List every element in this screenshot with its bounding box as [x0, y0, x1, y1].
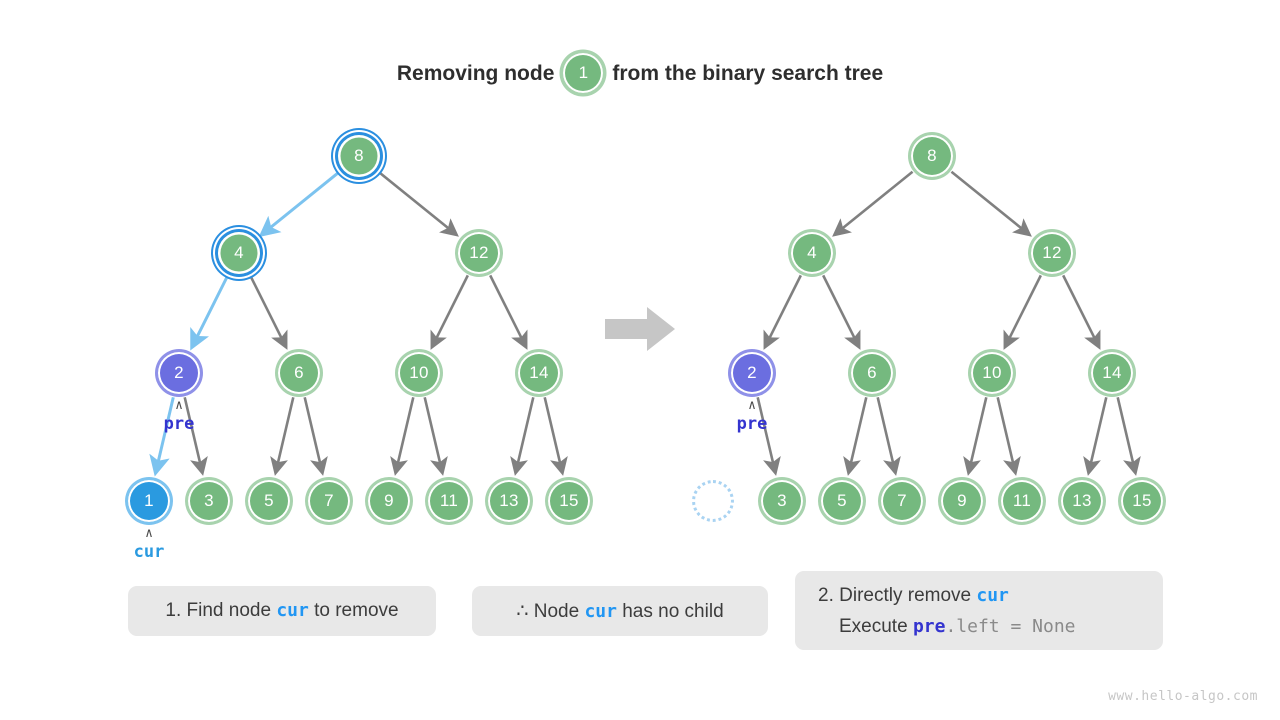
tree-edge: [832, 170, 914, 237]
tree-edge: [430, 274, 469, 350]
tree-edge: [258, 170, 341, 238]
tree-edge: [377, 170, 459, 237]
caption3-line2-lead: Execute: [839, 616, 913, 637]
tree-edge: [190, 274, 230, 351]
tree-edge: [1062, 274, 1101, 350]
tree-node-10[interactable]: 10: [971, 352, 1013, 394]
tree-node-3[interactable]: 3: [188, 480, 230, 522]
tree-edge: [996, 397, 1021, 476]
tree-node-9[interactable]: 9: [941, 480, 983, 522]
title-suffix: from the binary search tree: [612, 62, 884, 85]
tree-node-15[interactable]: 15: [1121, 480, 1163, 522]
tree-node-14[interactable]: 14: [518, 352, 560, 394]
caption1-step: 1. Find node: [165, 600, 277, 621]
tree-node-9[interactable]: 9: [368, 480, 410, 522]
pointer-label-pre: ∧pre: [712, 398, 792, 434]
tree-node-12[interactable]: 12: [1031, 232, 1073, 274]
site-watermark: www.hello-algo.com: [1108, 689, 1258, 704]
tree-node-6[interactable]: 6: [278, 352, 320, 394]
title-node-badge: 1: [563, 53, 604, 93]
tree-node-10[interactable]: 10: [398, 352, 440, 394]
tree-edge: [1116, 397, 1141, 476]
tree-node-2[interactable]: 2: [158, 352, 200, 394]
tree-node-2[interactable]: 2: [731, 352, 773, 394]
pointer-caret-icon: ∧: [145, 526, 153, 541]
caption3-line1-lead: 2. Directly remove: [818, 585, 977, 606]
pointer-pre-text: pre: [163, 414, 195, 434]
tree-node-4[interactable]: 4: [218, 232, 260, 274]
tree-node-7[interactable]: 7: [881, 480, 923, 522]
tree-edge: [763, 274, 802, 350]
page-title: Removing node 1 from the binary search tre…: [0, 53, 1280, 94]
caption2-keyword-cur: cur: [584, 600, 617, 622]
caption3-keyword-cur: cur: [976, 585, 1009, 606]
tree-node-13[interactable]: 13: [1061, 480, 1103, 522]
tree-edge: [822, 274, 861, 350]
title-prefix: Removing node: [396, 62, 555, 85]
caption3-keyword-pre: pre: [912, 616, 946, 637]
tree-edge: [249, 274, 288, 350]
tree-node-7[interactable]: 7: [308, 480, 350, 522]
removed-node-placeholder[interactable]: [692, 480, 734, 522]
tree-edge: [423, 397, 448, 476]
tree-node-15[interactable]: 15: [548, 480, 590, 522]
transition-right-arrow-icon: [605, 307, 675, 351]
tree-node-11[interactable]: 11: [1001, 480, 1043, 522]
caption2-lead: Node: [533, 600, 585, 622]
tree-edge: [270, 397, 295, 476]
caption1-tail: to remove: [308, 600, 399, 621]
pointer-label-cur: ∧cur: [109, 526, 189, 562]
pointer-pre-text: pre: [736, 414, 768, 434]
tree-node-8[interactable]: 8: [911, 135, 953, 177]
caption-step-2: 2. Directly remove cur Execute pre.left …: [795, 571, 1163, 650]
tree-edge: [876, 397, 901, 476]
tree-node-5[interactable]: 5: [248, 480, 290, 522]
tree-edge: [843, 397, 868, 476]
caption-reason: ∴ Node cur has no child: [472, 586, 768, 636]
caption2-tail: has no child: [616, 600, 724, 622]
tree-edge: [390, 397, 415, 476]
tree-edge: [510, 397, 535, 476]
tree-node-5[interactable]: 5: [821, 480, 863, 522]
tree-edge: [489, 274, 528, 350]
caption-step-1: 1. Find node cur to remove: [128, 586, 436, 636]
tree-node-8[interactable]: 8: [338, 135, 380, 177]
pointer-caret-icon: ∧: [175, 398, 183, 413]
caption2-because-symbol: ∴: [516, 600, 534, 622]
pointer-cur-text: cur: [133, 542, 165, 562]
pointer-label-pre: ∧pre: [139, 398, 219, 434]
tree-edge: [543, 397, 568, 476]
tree-edge: [1003, 274, 1042, 350]
tree-edge: [1083, 397, 1108, 476]
tree-node-14[interactable]: 14: [1091, 352, 1133, 394]
tree-node-6[interactable]: 6: [851, 352, 893, 394]
tree-node-3[interactable]: 3: [761, 480, 803, 522]
tree-edge: [950, 170, 1032, 237]
tree-node-13[interactable]: 13: [488, 480, 530, 522]
tree-node-1[interactable]: 1: [128, 480, 170, 522]
tree-node-12[interactable]: 12: [458, 232, 500, 274]
caption1-keyword-cur: cur: [276, 600, 309, 621]
pointer-caret-icon: ∧: [748, 398, 756, 413]
tree-node-11[interactable]: 11: [428, 480, 470, 522]
tree-node-4[interactable]: 4: [791, 232, 833, 274]
tree-edge: [963, 397, 988, 476]
caption3-code-expression: .left = None: [945, 616, 1076, 637]
tree-edge: [303, 397, 328, 476]
